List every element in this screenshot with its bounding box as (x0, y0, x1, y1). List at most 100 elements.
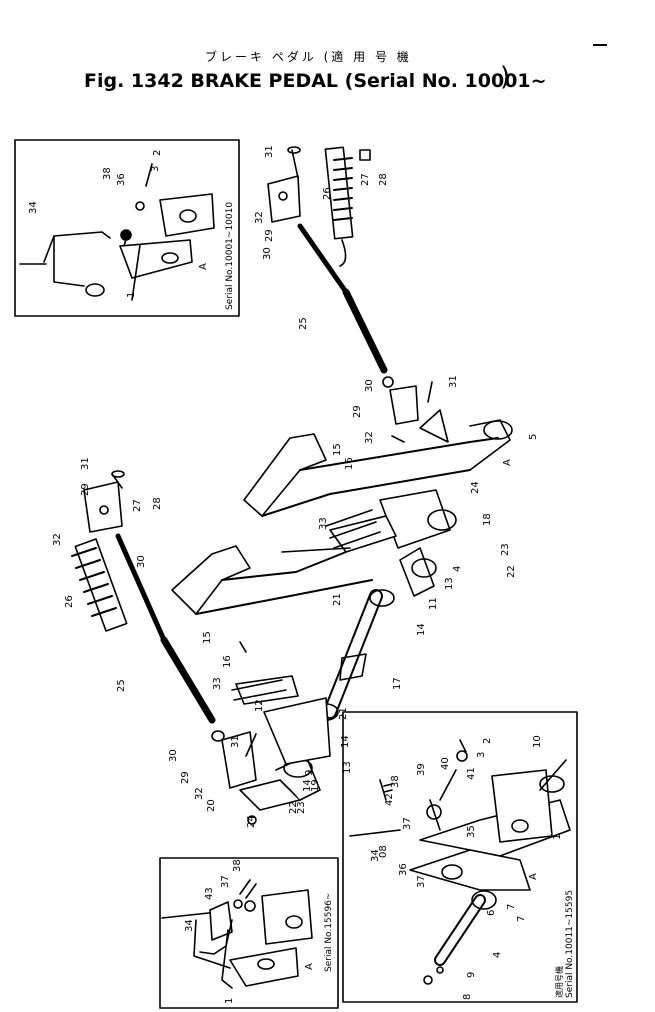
callout-main-39: 31 (230, 735, 241, 748)
callout-main-30: 15 (202, 631, 213, 644)
callout-main-24: 21 (332, 593, 343, 606)
callout-main-43: 20 (206, 799, 217, 812)
callout-inset_br-14: 37 (416, 875, 427, 888)
callout-main-3: 28 (378, 173, 389, 186)
callout-main-19: 23 (500, 543, 511, 556)
callout-main-32: 33 (212, 677, 223, 690)
inset-frame-bottom-right (342, 711, 578, 1003)
callout-inset_bl-3: 34 (184, 919, 195, 932)
callout-inset_bl-5: A (304, 963, 315, 970)
pedal-left (171, 509, 397, 615)
callout-inset_br-9: 35 (466, 825, 477, 838)
callout-inset_tl-1: 3 (150, 166, 161, 172)
callout-main-27: 21 (338, 707, 349, 720)
callout-inset_bl-4: 1 (224, 998, 235, 1004)
title-japanese: ブレーキ ペダル (適 用 号 機 (205, 50, 412, 64)
inset-br-jp-label: 適用号機 (554, 966, 564, 998)
callout-main-16: 24 (470, 481, 481, 494)
callout-inset_tl-0: 2 (152, 150, 163, 156)
callout-main-6: 30 (262, 247, 273, 260)
callout-inset_br-10: 1 (552, 834, 563, 840)
callout-main-40: 30 (168, 749, 179, 762)
callout-main-50: 30 (136, 555, 147, 568)
inset-br-parts (349, 739, 571, 985)
callout-inset_br-3: 39 (416, 763, 427, 776)
callout-main-13: A (502, 459, 513, 466)
callout-inset_br-8: 37 (402, 817, 413, 830)
callout-main-52: 25 (116, 679, 127, 692)
callout-main-46: 29 (80, 483, 91, 496)
callout-main-33: 12 (254, 699, 265, 712)
callout-main-12: 32 (364, 431, 375, 444)
callout-main-10: 29 (352, 405, 363, 418)
callout-main-23: 11 (428, 597, 439, 610)
upper-linkage (267, 146, 433, 443)
callout-main-7: 25 (298, 317, 309, 330)
callout-main-26: 17 (392, 677, 403, 690)
callout-main-36: 19 (310, 779, 321, 792)
callout-main-48: 28 (152, 497, 163, 510)
inset-frame-top-left (14, 139, 240, 317)
callout-main-51: 26 (64, 595, 75, 608)
callout-inset_br-13: 36 (398, 863, 409, 876)
callout-inset_br-19: 4 (492, 952, 503, 958)
callout-inset_br-5: 41 (466, 767, 477, 780)
title-close-paren: ) (500, 62, 511, 92)
callout-main-8: 30 (364, 379, 375, 392)
callout-main-28: 14 (340, 735, 351, 748)
callout-main-18: 33 (318, 517, 329, 530)
callout-main-15: 16 (344, 457, 355, 470)
figure-title: Fig. 1342 BRAKE PEDAL (Serial No. 10001~ (84, 70, 547, 92)
callout-inset_br-2: 10 (532, 735, 543, 748)
callout-main-21: 4 (452, 566, 463, 572)
callout-main-42: 32 (194, 787, 205, 800)
callout-main-29: 13 (342, 761, 353, 774)
callout-main-45: 31 (80, 457, 91, 470)
corner-mark (593, 44, 607, 46)
callout-inset_tl-3: 36 (116, 173, 127, 186)
pedal-right (243, 409, 513, 549)
callout-main-41: 29 (180, 771, 191, 784)
callout-main-9: 31 (448, 375, 459, 388)
callout-main-47: 27 (132, 499, 143, 512)
callout-main-2: 27 (360, 173, 371, 186)
callout-inset_br-18: 7 (516, 916, 527, 922)
callout-inset_br-17: 6 (486, 910, 497, 916)
callout-main-5: 29 (264, 229, 275, 242)
callout-inset_br-7: 38 (390, 775, 401, 788)
callout-inset_tl-6: A (198, 263, 209, 270)
callout-main-44: 24 (246, 815, 257, 828)
callout-main-25: 14 (416, 623, 427, 636)
callout-inset_br-21: 8 (462, 994, 473, 1000)
callout-main-4: 32 (254, 211, 265, 224)
callout-main-1: 26 (322, 187, 333, 200)
callout-main-22: 13 (444, 577, 455, 590)
callout-main-31: 16 (222, 655, 233, 668)
inset-tl-serial-label: Serial No.10001~10010 (225, 202, 235, 310)
callout-main-0: 31 (264, 145, 275, 158)
callout-inset_br-0: 2 (482, 738, 493, 744)
callout-main-35: 14 (302, 779, 313, 792)
callout-inset_tl-4: 34 (28, 201, 39, 214)
inset-br-serial-label: Serial No.10011~15595 (565, 890, 575, 998)
callout-main-38: 23 (296, 801, 307, 814)
callout-main-49: 32 (52, 533, 63, 546)
callout-inset_br-11: 34 (370, 849, 381, 862)
callout-inset_bl-1: 37 (220, 875, 231, 888)
lower-left-linkage (71, 470, 331, 825)
inset-bl-parts (161, 879, 313, 989)
callout-inset_br-1: 3 (476, 752, 487, 758)
inset-frame-bottom-left (159, 857, 339, 1009)
callout-main-37: 22 (288, 801, 299, 814)
callout-inset_br-16: 7 (506, 904, 517, 910)
callout-inset_tl-2: 38 (102, 167, 113, 180)
callout-inset_br-4: 40 (440, 757, 451, 770)
callout-main-17: 18 (482, 513, 493, 526)
callout-main-11: 5 (528, 434, 539, 440)
callout-inset_bl-0: 38 (232, 859, 243, 872)
callout-inset_br-15: A (528, 873, 539, 880)
callout-inset_bl-2: 43 (204, 887, 215, 900)
callout-inset_br-12: 08 (378, 845, 389, 858)
